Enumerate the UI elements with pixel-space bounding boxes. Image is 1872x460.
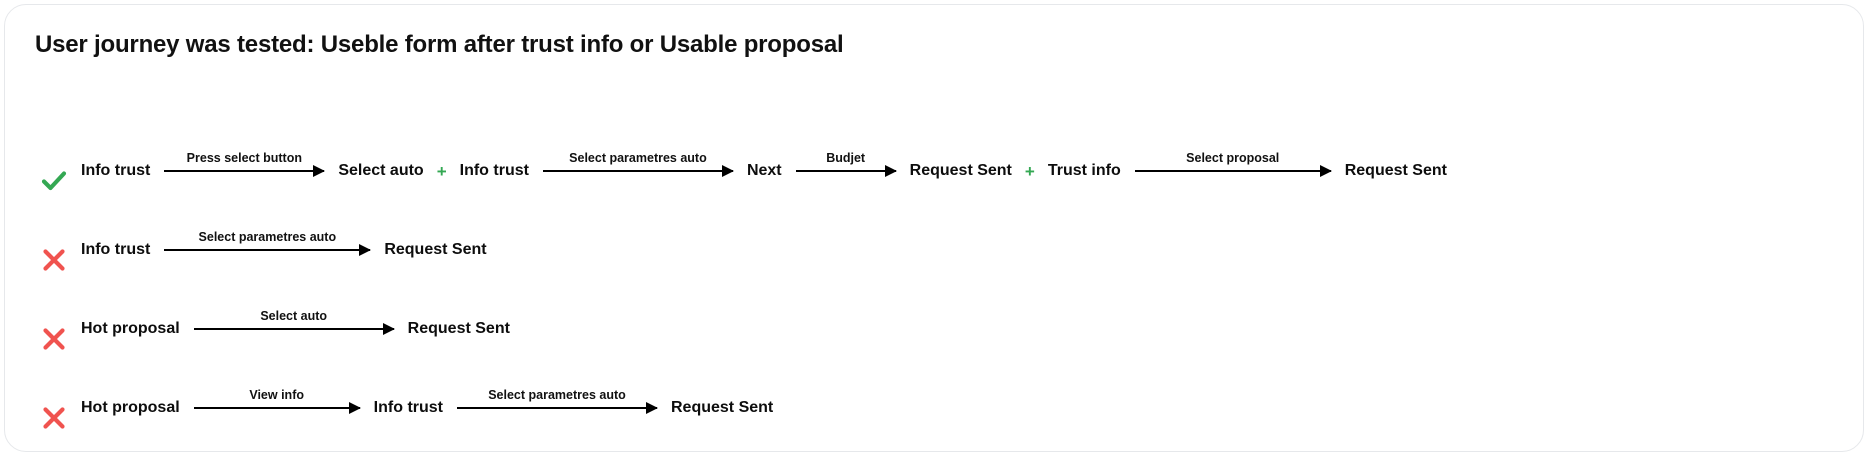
flow-node[interactable]: Request Sent	[1344, 162, 1447, 179]
cross-icon	[39, 245, 69, 275]
edge-label: Select parametres auto	[488, 387, 626, 402]
flow-node[interactable]: Select auto	[338, 162, 424, 179]
flow-node[interactable]: Next	[746, 162, 782, 179]
flow-node[interactable]: Info trust	[459, 162, 529, 179]
cross-icon	[39, 324, 69, 354]
edge-label: Select parametres auto	[198, 229, 337, 244]
arrow-icon	[193, 328, 394, 330]
flow-edge: View info	[193, 383, 360, 433]
edge-label: Select proposal	[1186, 150, 1280, 165]
arrow-icon	[542, 170, 733, 172]
flow-edge: Select parametres auto	[457, 383, 657, 433]
flow-node[interactable]: Request Sent	[909, 162, 1012, 179]
edge-label: Press select button	[186, 150, 302, 165]
flow-node[interactable]: Request Sent	[384, 241, 487, 258]
edge-label: Select parametres auto	[569, 150, 707, 165]
arrow-icon	[164, 170, 325, 172]
cross-icon	[39, 403, 69, 433]
flow-node[interactable]: Request Sent	[407, 320, 510, 337]
edge-label: View info	[249, 387, 304, 402]
flow-edge: Select parametres auto	[164, 225, 371, 275]
flow-edge: Select proposal	[1134, 146, 1331, 196]
page-title: User journey was tested: Useble form aft…	[35, 31, 844, 58]
arrow-icon	[795, 170, 896, 172]
flow-edge: Press select button	[164, 146, 325, 196]
flow-edge: Select parametres auto	[542, 146, 733, 196]
flow-edge: Budjet	[795, 146, 896, 196]
flow-node[interactable]: Request Sent	[671, 399, 774, 416]
plus-icon: +	[436, 161, 447, 181]
arrow-icon	[164, 249, 371, 251]
flow-node[interactable]: Hot proposal	[81, 320, 180, 337]
journey-card: User journey was tested: Useble form aft…	[4, 4, 1864, 452]
flow-node[interactable]: Trust info	[1047, 162, 1121, 179]
edge-label: Select auto	[260, 308, 328, 323]
flow-node[interactable]: Info trust	[81, 162, 151, 179]
flow-edge: Select auto	[193, 304, 394, 354]
check-icon	[39, 166, 69, 196]
arrow-icon	[1134, 170, 1331, 172]
flow-node[interactable]: Hot proposal	[81, 399, 180, 416]
flow-node[interactable]: Info trust	[373, 399, 443, 416]
flow-node[interactable]: Info trust	[81, 241, 151, 258]
edge-label: Budjet	[826, 150, 866, 165]
arrow-icon	[193, 407, 360, 409]
plus-icon: +	[1024, 161, 1035, 181]
arrow-icon	[457, 407, 657, 409]
